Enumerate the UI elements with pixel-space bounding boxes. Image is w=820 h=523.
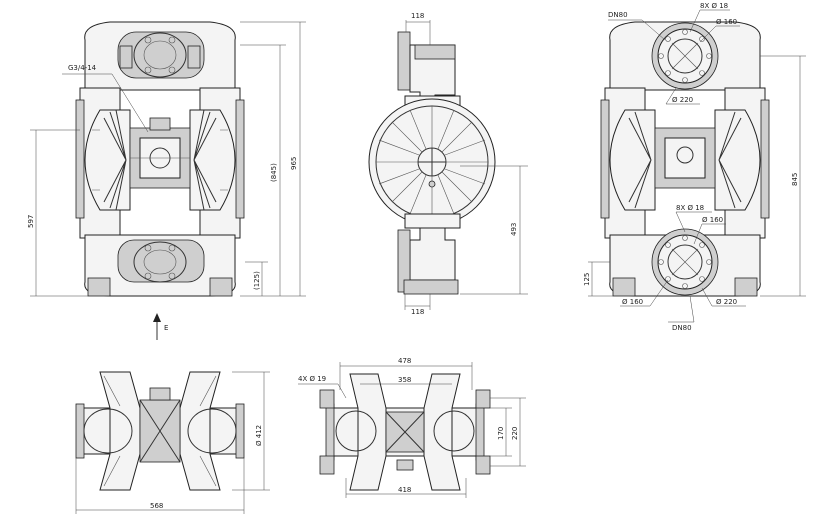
rear-dim-base: 125 bbox=[583, 273, 591, 286]
rear-top-od: Ø 220 bbox=[672, 96, 693, 104]
bottom-dim-220: 220 bbox=[511, 427, 519, 440]
side-view bbox=[368, 20, 528, 310]
rear-top-bolts: 8X Ø 18 bbox=[700, 2, 728, 10]
front-dim-port-height: (845) bbox=[270, 163, 278, 182]
rear-dim-height: 845 bbox=[791, 173, 799, 186]
top-view bbox=[75, 371, 270, 514]
bottom-dim-170: 170 bbox=[497, 427, 505, 440]
rear-top-pcd: Ø 160 bbox=[716, 18, 737, 26]
rear-bottom-flange: DN80 bbox=[672, 324, 692, 332]
bottom-dim-overall: 478 bbox=[398, 357, 411, 365]
bottom-holes: 4X Ø 19 bbox=[298, 375, 326, 383]
rear-bottom-pcd: Ø 160 bbox=[622, 298, 643, 306]
view-arrow-label: E bbox=[164, 324, 168, 332]
rear-bottom-bolts: 8X Ø 18 bbox=[676, 204, 704, 212]
side-dim-bottom-width: 118 bbox=[411, 308, 424, 316]
side-dim-height: 493 bbox=[510, 223, 518, 236]
top-dim-depth: Ø 412 bbox=[255, 425, 263, 446]
side-dim-top-width: 118 bbox=[411, 12, 424, 20]
front-dim-center-height: 597 bbox=[27, 215, 35, 228]
front-dim-base-height: (125) bbox=[253, 271, 261, 290]
bottom-dim-base: 418 bbox=[398, 486, 411, 494]
rear-bottom-hole: Ø 160 bbox=[702, 216, 723, 224]
bottom-view bbox=[298, 362, 526, 498]
rear-top-flange: DN80 bbox=[608, 11, 628, 19]
rear-bottom-od: Ø 220 bbox=[716, 298, 737, 306]
front-dim-total-height: 965 bbox=[290, 157, 298, 170]
front-view bbox=[30, 21, 306, 340]
top-dim-width: 568 bbox=[150, 502, 163, 510]
bottom-dim-inner: 358 bbox=[398, 376, 411, 384]
thread-label: G3/4-14 bbox=[68, 64, 97, 72]
rear-view bbox=[588, 9, 806, 323]
